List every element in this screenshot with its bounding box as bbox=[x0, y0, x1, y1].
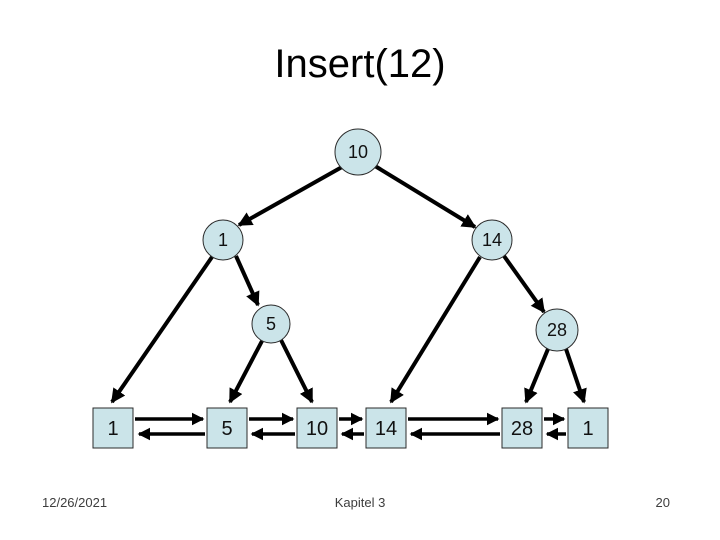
leaf-node-10 bbox=[296, 407, 338, 449]
leaf-node-5 bbox=[206, 407, 248, 449]
edge-28-to-leaf1b bbox=[564, 348, 587, 404]
tree-node-1 bbox=[202, 219, 244, 261]
tree-node-28-label: 28 bbox=[547, 320, 567, 340]
tree-node-14 bbox=[471, 219, 513, 261]
tree-node-28 bbox=[535, 308, 579, 352]
tree-node-5-label: 5 bbox=[266, 314, 276, 334]
edge-14-to-leaf14 bbox=[389, 255, 482, 404]
edge-1-to-5 bbox=[234, 255, 260, 307]
edge-28-to-leaf28 bbox=[524, 348, 550, 404]
leaf-node-1-label: 1 bbox=[107, 418, 118, 440]
leaf-nodes bbox=[92, 407, 609, 449]
leaf-list-links bbox=[135, 412, 566, 441]
footer-chapter: Kapitel 3 bbox=[334, 495, 386, 510]
tree-node-1-label: 1 bbox=[218, 230, 228, 250]
edge-14-to-28 bbox=[502, 254, 546, 314]
slide-title: Insert(12) bbox=[274, 42, 446, 86]
edge-5-to-leaf5 bbox=[228, 340, 264, 404]
leaf-node-5-label: 5 bbox=[221, 418, 232, 440]
leaf-node-1b bbox=[567, 407, 609, 449]
leaf-node-1 bbox=[92, 407, 134, 449]
leaf-node-28-label: 28 bbox=[511, 418, 533, 440]
edge-10-to-1 bbox=[237, 165, 343, 227]
tree-node-10 bbox=[334, 128, 382, 176]
edge-1-to-leaf1 bbox=[110, 255, 214, 404]
leaf-node-28 bbox=[501, 407, 543, 449]
tree-edges bbox=[110, 164, 587, 404]
leaf-node-14-label: 14 bbox=[375, 418, 397, 440]
internal-nodes bbox=[202, 128, 579, 352]
leaf-node-1b-label: 1 bbox=[582, 418, 593, 440]
leaf-node-10-label: 10 bbox=[306, 418, 328, 440]
tree-node-5 bbox=[251, 304, 291, 344]
tree-node-14-label: 14 bbox=[482, 230, 502, 250]
leaf-node-14 bbox=[365, 407, 407, 449]
leaf-node-labels: 1 5 10 14 28 1 bbox=[107, 418, 593, 440]
internal-node-labels: 10 1 14 5 28 bbox=[218, 142, 567, 340]
footer-date: 12/26/2021 bbox=[42, 495, 108, 510]
footer-page-number: 20 bbox=[655, 495, 670, 510]
edge-10-to-14 bbox=[373, 164, 477, 229]
edge-5-to-leaf10 bbox=[279, 339, 314, 404]
tree-node-10-label: 10 bbox=[348, 142, 368, 162]
